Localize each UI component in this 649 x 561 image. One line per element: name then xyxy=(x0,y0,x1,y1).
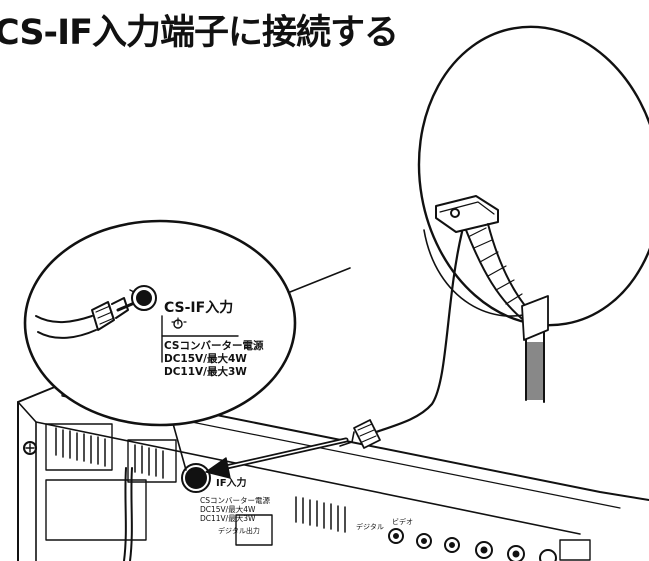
rear-port-label: IF入力 xyxy=(216,476,247,489)
screw-icon xyxy=(23,441,37,455)
zoom-port-label: CS-IF入力 xyxy=(164,299,233,316)
if-cable-plug xyxy=(339,419,381,449)
rear-digital-out-label: デジタル出力 xyxy=(218,526,260,535)
zoom-callout xyxy=(23,219,351,471)
page-heading: CS-IF入力端子に接続する xyxy=(0,13,399,53)
zoom-spec-line-2: DC11V/最大3W xyxy=(164,365,247,378)
if-cable xyxy=(374,230,464,434)
rear-panel-block xyxy=(45,479,147,541)
connection-arrow xyxy=(205,437,349,479)
rear-video-label: ビデオ xyxy=(392,517,413,526)
zoom-label-box xyxy=(161,315,239,363)
left-vent-slots xyxy=(45,423,177,483)
zoom-coax-plug xyxy=(35,297,134,339)
right-vent-slots xyxy=(295,496,346,533)
zoom-converter-label: CSコンバーター電源 xyxy=(164,339,264,352)
rear-converter-label: CSコンバーター電源 xyxy=(200,496,270,505)
rear-spec-line-1: DC15V/最大4W xyxy=(200,504,256,514)
zoom-socket-icon xyxy=(129,285,157,311)
rear-spec-line-2: DC11V/最大3W xyxy=(200,513,256,523)
antenna-cable-left xyxy=(123,467,127,561)
output-jacks xyxy=(235,514,591,561)
if-input-port xyxy=(181,463,211,493)
rear-digital-label: デジタル xyxy=(356,522,384,531)
zoom-spec-line-1: DC15V/最大4W xyxy=(164,352,247,365)
satellite-dish xyxy=(417,25,649,403)
